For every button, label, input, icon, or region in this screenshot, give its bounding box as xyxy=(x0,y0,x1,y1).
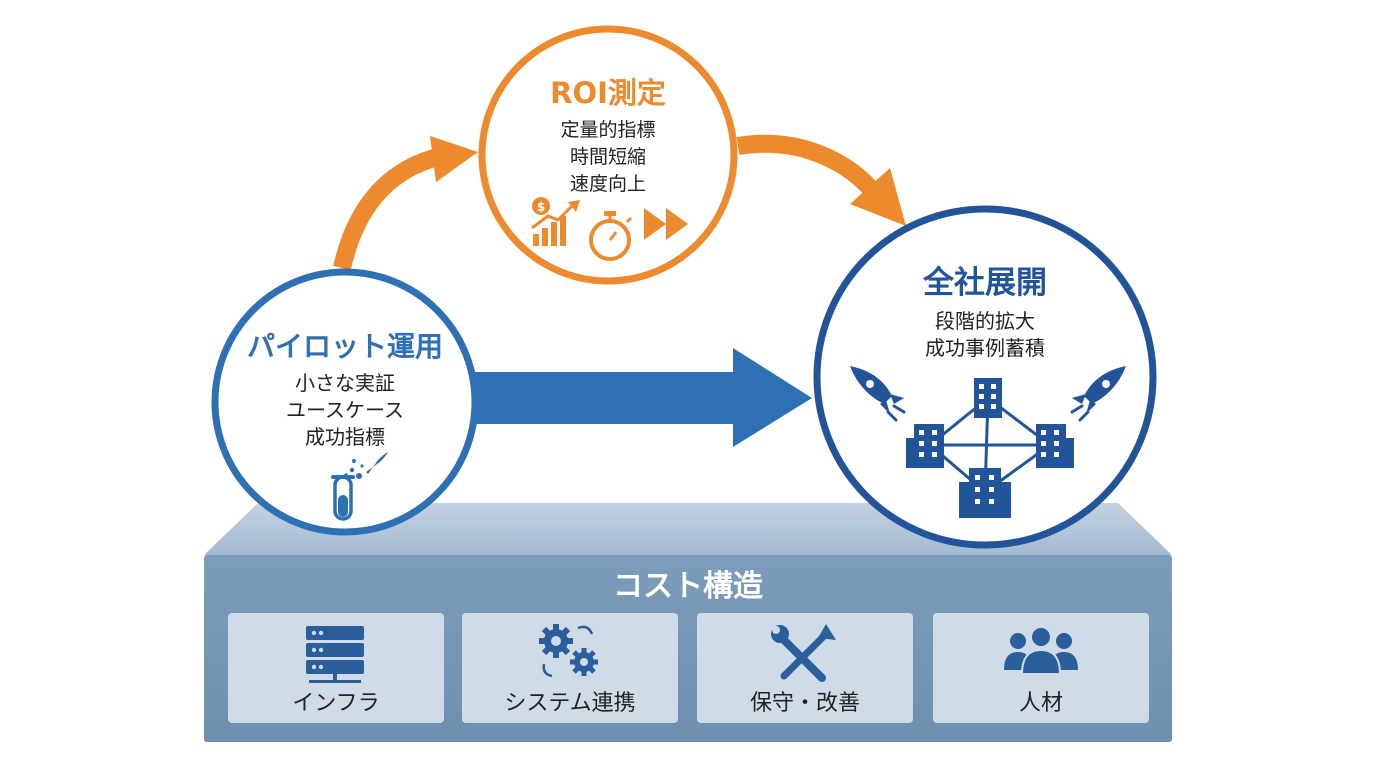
pilot-node: パイロット運用 小さな実証 ユースケース 成功指標 xyxy=(211,268,479,536)
small-rocket-icon xyxy=(344,452,388,479)
test-tube-icon xyxy=(331,475,355,521)
arrow-pilot-to-roi xyxy=(333,136,478,271)
cost-item-label: システム連携 xyxy=(504,691,635,716)
rollout-title: 全社展開 xyxy=(922,265,1047,301)
cost-item-system: システム連携 xyxy=(462,613,678,723)
pilot-line: 小さな実証 xyxy=(295,371,395,395)
growth-chart-icon: $ xyxy=(531,197,580,246)
arrow-pilot-to-rollout xyxy=(464,348,812,447)
rollout-node: 全社展開 段階的拡大 成功事例蓄積 xyxy=(813,205,1157,549)
cost-item-infra: インフラ xyxy=(228,613,444,723)
cost-item-label: 人材 xyxy=(1019,691,1063,716)
cost-item-people: 人材 xyxy=(933,613,1149,723)
stopwatch-icon xyxy=(589,211,633,261)
gears-icon xyxy=(539,624,598,678)
fast-forward-icon xyxy=(644,208,688,240)
cost-structure-base: コスト構造 インフラ xyxy=(204,503,1172,742)
rollout-line: 成功事例蓄積 xyxy=(925,336,1045,360)
cost-slab-front xyxy=(204,555,1172,742)
server-icon xyxy=(306,626,364,683)
pilot-line: 成功指標 xyxy=(305,425,385,449)
roi-line: 時間短縮 xyxy=(570,146,646,168)
pilot-line: ユースケース xyxy=(286,398,404,422)
people-group-icon xyxy=(1004,626,1078,675)
rocket-icon-left xyxy=(850,366,906,422)
svg-text:$: $ xyxy=(537,200,545,214)
arrow-roi-to-rollout xyxy=(736,134,906,226)
roi-node: ROI測定 定量的指標 時間短縮 速度向上 $ xyxy=(478,25,738,285)
roi-title: ROI測定 xyxy=(550,76,666,110)
wrench-screwdriver-icon xyxy=(771,624,836,682)
roi-line: 速度向上 xyxy=(570,173,646,195)
pilot-title: パイロット運用 xyxy=(247,330,443,363)
roi-line: 定量的指標 xyxy=(560,119,655,141)
cost-item-maintenance: 保守・改善 xyxy=(697,613,913,723)
rollout-line: 段階的拡大 xyxy=(935,309,1035,333)
cost-item-label: 保守・改善 xyxy=(750,691,860,716)
cost-item-label: インフラ xyxy=(292,691,379,716)
rocket-icon-right xyxy=(1070,366,1126,422)
cost-structure-title: コスト構造 xyxy=(613,569,763,604)
building-network-icon xyxy=(906,378,1074,518)
